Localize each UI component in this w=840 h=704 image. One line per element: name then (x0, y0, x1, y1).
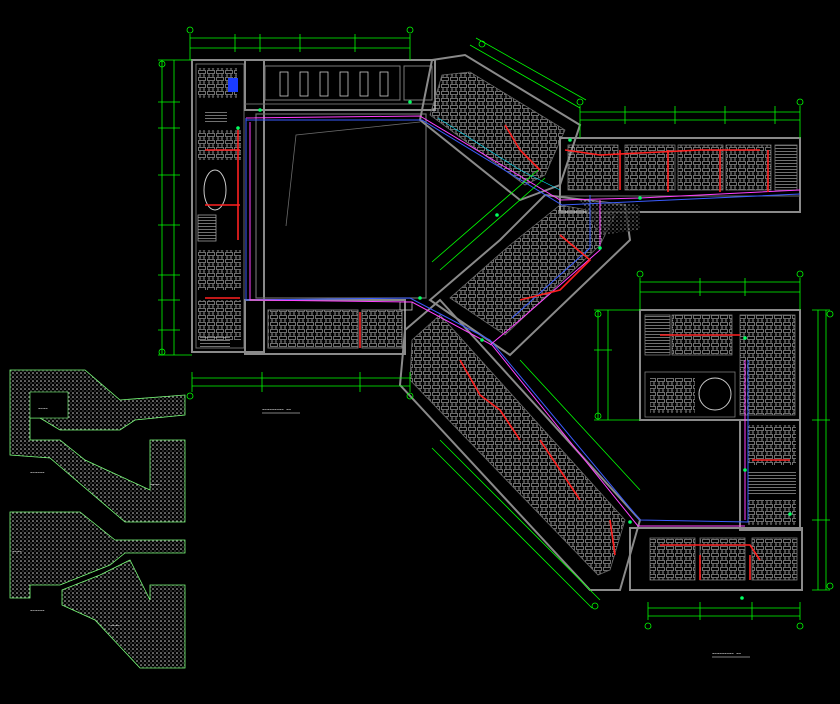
south-east-wing (629, 527, 803, 591)
east-top-wing (559, 137, 801, 213)
east-plan-title: ~~~~~~~~~ ~~ (712, 651, 741, 656)
key1-label-b: ~~~~~~ (30, 470, 45, 475)
west-room-3 (197, 250, 241, 290)
key1-label-c: ~~~~ (150, 482, 160, 487)
west-wing (191, 59, 265, 353)
blue-equipment-block (228, 78, 238, 92)
mid-wing-stair-hatch (580, 200, 640, 235)
southeast-diagonal-wing (398, 298, 642, 591)
west-stair-1 (197, 214, 217, 242)
se-wing-classrooms (409, 314, 626, 576)
courtyard-outline (255, 113, 427, 299)
se-wing-wall (398, 298, 642, 591)
cable-routes (245, 115, 801, 527)
dimension-lines (158, 34, 830, 620)
west-room-2 (197, 130, 241, 160)
axis-bubbles (158, 26, 834, 630)
key-plan-1 (9, 369, 186, 523)
device-markers (236, 100, 792, 600)
northeast-diagonal-wing (418, 53, 582, 202)
key2-label-c: ~~~~ (110, 623, 120, 628)
east-vertical-wing (739, 419, 801, 531)
key-plan-2 (9, 511, 186, 669)
east-block-wall (639, 309, 801, 421)
red-cable-drops (205, 124, 790, 580)
north-wing-rooms (264, 65, 433, 101)
west-stair-3 (200, 335, 230, 349)
south-room-corner (361, 309, 403, 349)
round-hall (698, 377, 732, 411)
east-block (639, 309, 801, 421)
west-wing-wall (191, 59, 265, 353)
key1-label-a: ~~~~ (38, 406, 48, 411)
main-plan-title: ~~~~~~~~~ ~~ (262, 407, 291, 412)
west-oval-hall (203, 169, 227, 211)
key2-label-b: ~~~~~~ (30, 608, 45, 613)
plan-labels: ~~~~~~~~~ ~~ ~~~~~~~~~ ~~ ~~~~ ~~~~~~ ~~… (12, 406, 750, 658)
east-stair (774, 144, 798, 191)
south-wing-west (244, 299, 413, 355)
ne-wing-classrooms (429, 71, 566, 186)
lecture-room (267, 309, 359, 349)
east-top-wall (559, 137, 801, 213)
key2-label-a: ~~~~ (12, 549, 22, 554)
south-wing-wall (244, 299, 406, 355)
middle-diagonal-wing (428, 193, 640, 357)
courtyard-path (285, 121, 421, 227)
west-stair-2 (205, 112, 227, 124)
north-wing-wall (244, 59, 436, 111)
north-wing (244, 59, 436, 299)
west-room-4 (197, 300, 241, 340)
